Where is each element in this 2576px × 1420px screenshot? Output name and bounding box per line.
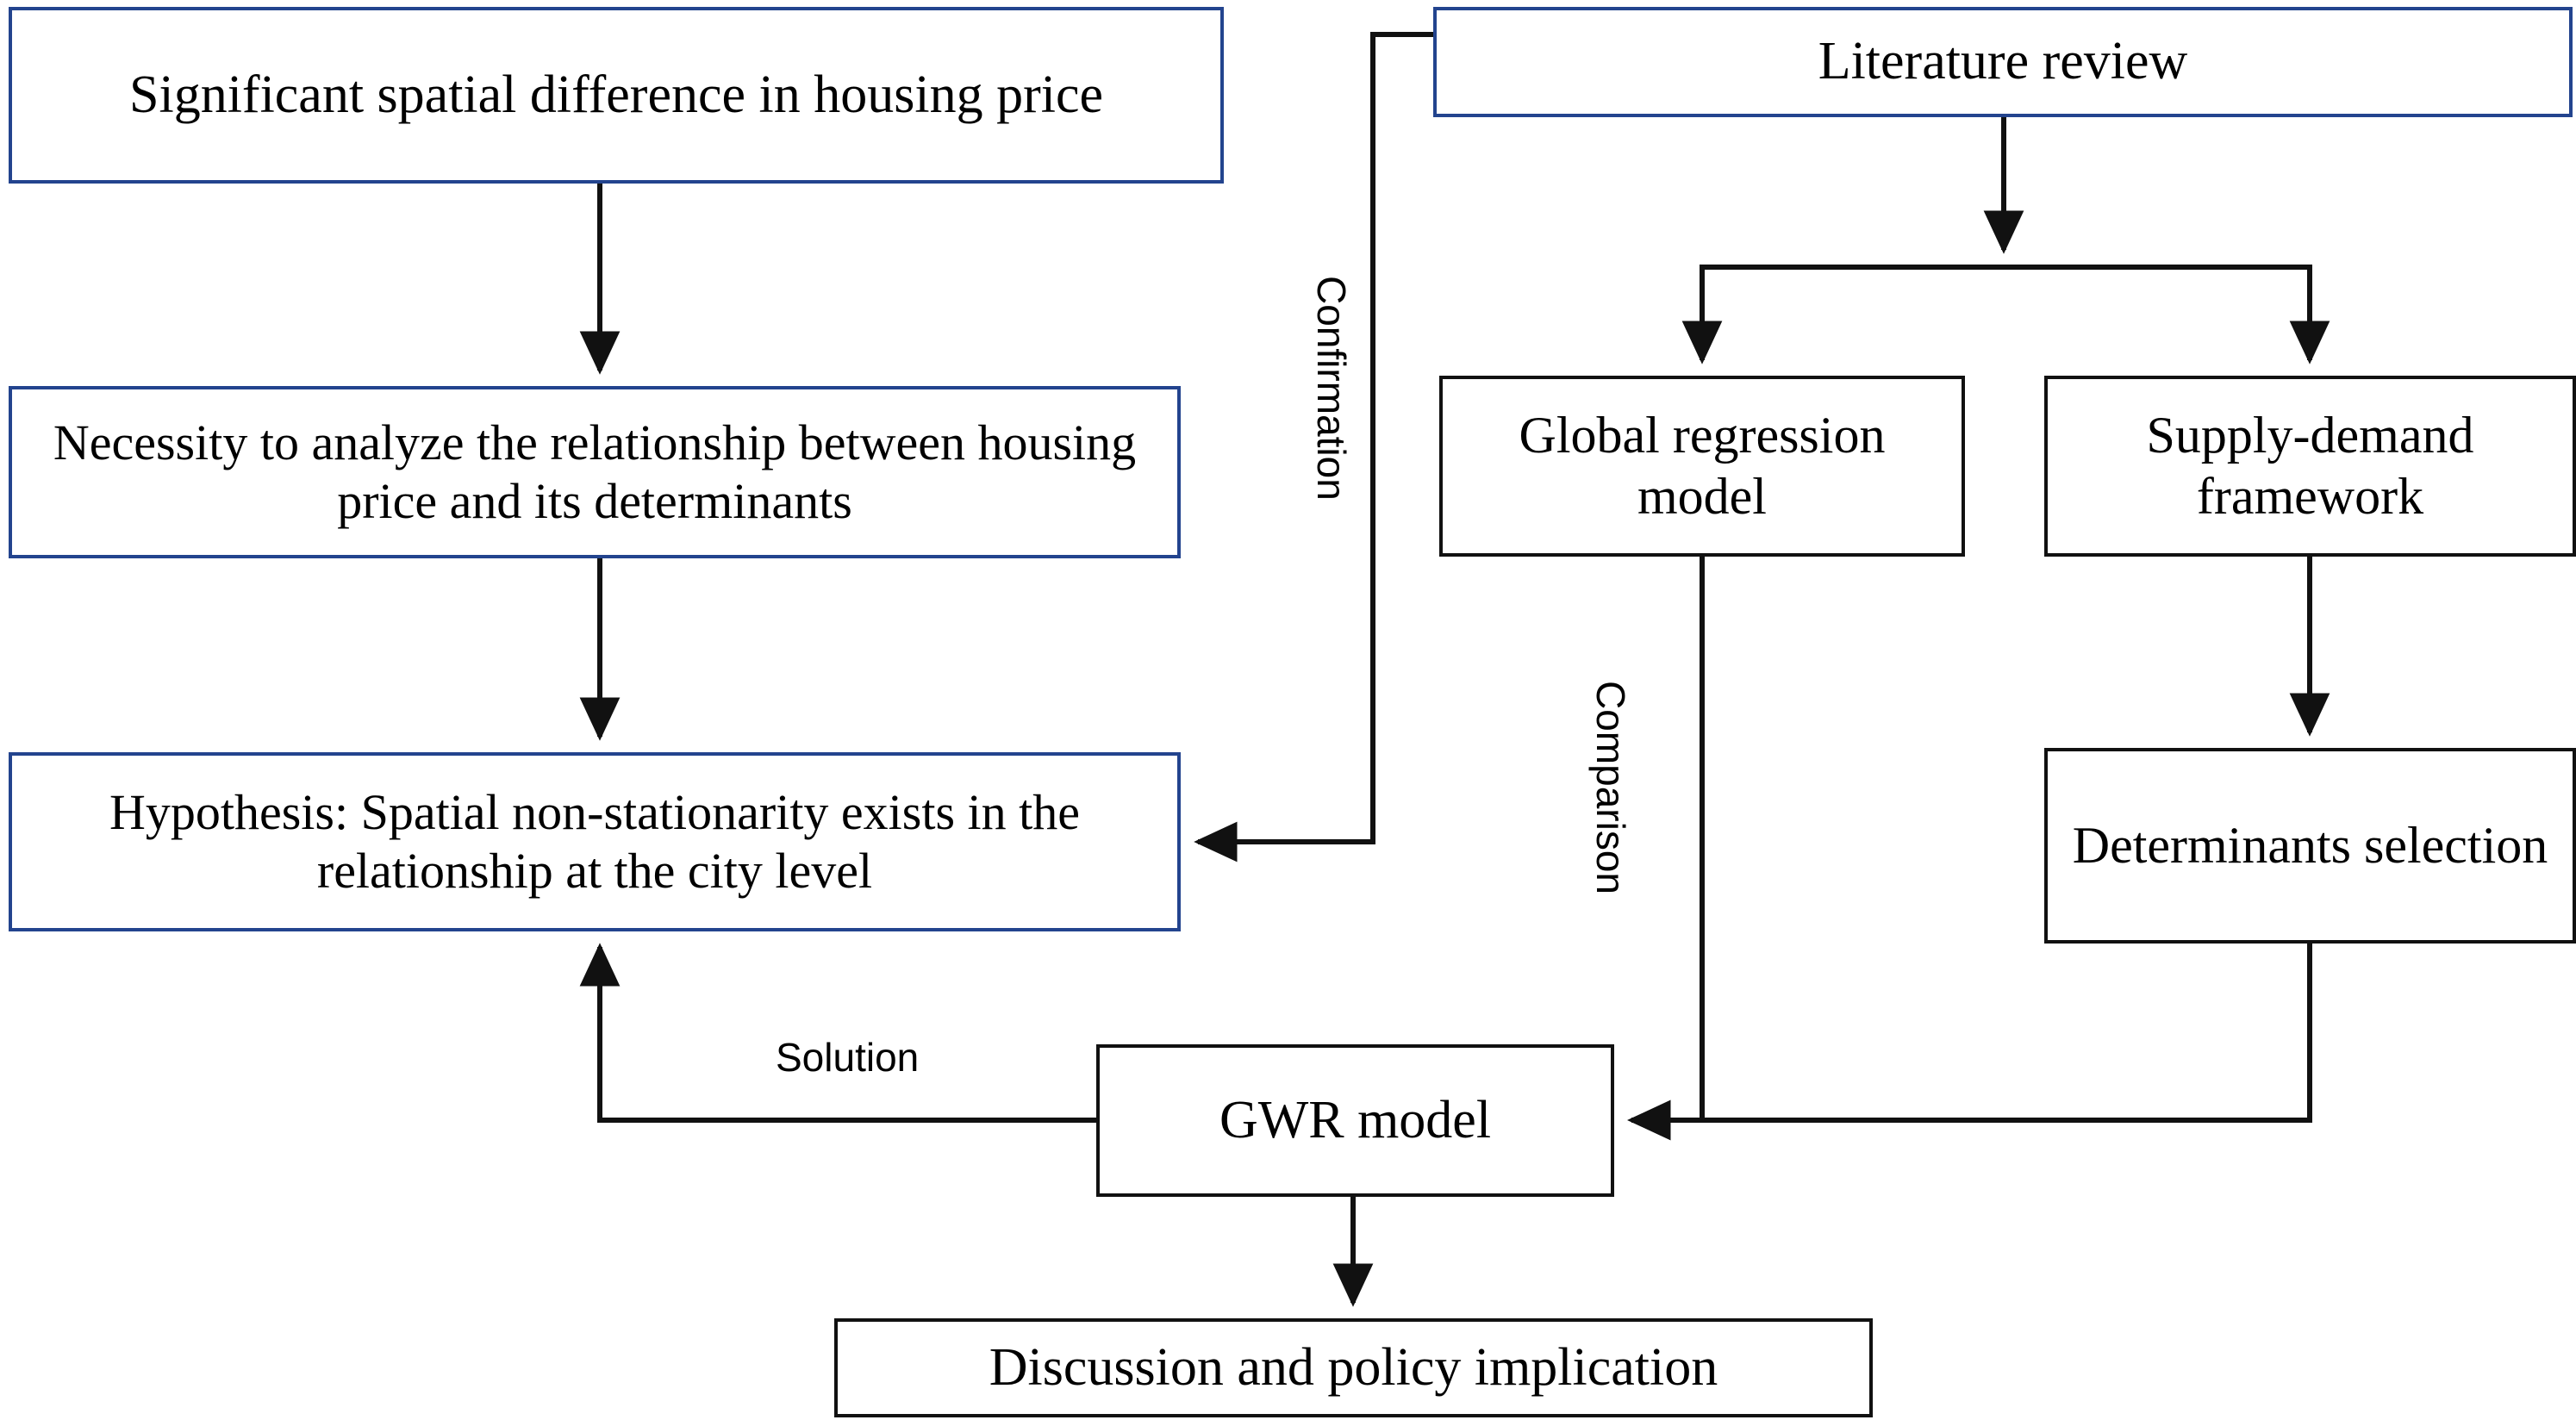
- node-label: Significant spatial difference in housin…: [128, 65, 1104, 124]
- node-global-regression-model[interactable]: Global regression model: [1439, 376, 1965, 557]
- node-label: Determinants selection: [2072, 817, 2548, 875]
- node-label: GWR model: [1219, 1090, 1492, 1149]
- edge-label-comparison: Comparison: [1588, 681, 1633, 894]
- node-literature-review[interactable]: Literature review: [1433, 7, 2573, 117]
- node-label: Supply-demand framework: [2146, 407, 2474, 525]
- node-determinants-selection[interactable]: Determinants selection: [2044, 748, 2576, 944]
- node-hypothesis[interactable]: Hypothesis: Spatial non-stationarity exi…: [9, 752, 1181, 931]
- node-gwr-model[interactable]: GWR model: [1096, 1044, 1614, 1197]
- node-label: Literature review: [1818, 32, 2188, 91]
- edge-global-to-gwr-comparison: [1627, 557, 1705, 1141]
- node-label: Discussion and policy implication: [989, 1337, 1718, 1397]
- node-label: Global regression model: [1519, 407, 1886, 525]
- node-label: Hypothesis: Spatial non-stationarity exi…: [109, 783, 1081, 899]
- edge-label-confirmation: Confirmation: [1309, 276, 1354, 501]
- edge-determinants-to-gwr: [1627, 944, 2312, 1141]
- node-discussion-policy[interactable]: Discussion and policy implication: [834, 1318, 1873, 1417]
- node-label: Necessity to analyze the relationship be…: [53, 414, 1137, 529]
- node-necessity-analyze[interactable]: Necessity to analyze the relationship be…: [9, 386, 1181, 558]
- node-supply-demand-framework[interactable]: Supply-demand framework: [2044, 376, 2576, 557]
- edge-label-solution: Solution: [776, 1035, 920, 1080]
- node-spatial-difference[interactable]: Significant spatial difference in housin…: [9, 7, 1224, 184]
- edge-split-bar: [1681, 265, 2330, 364]
